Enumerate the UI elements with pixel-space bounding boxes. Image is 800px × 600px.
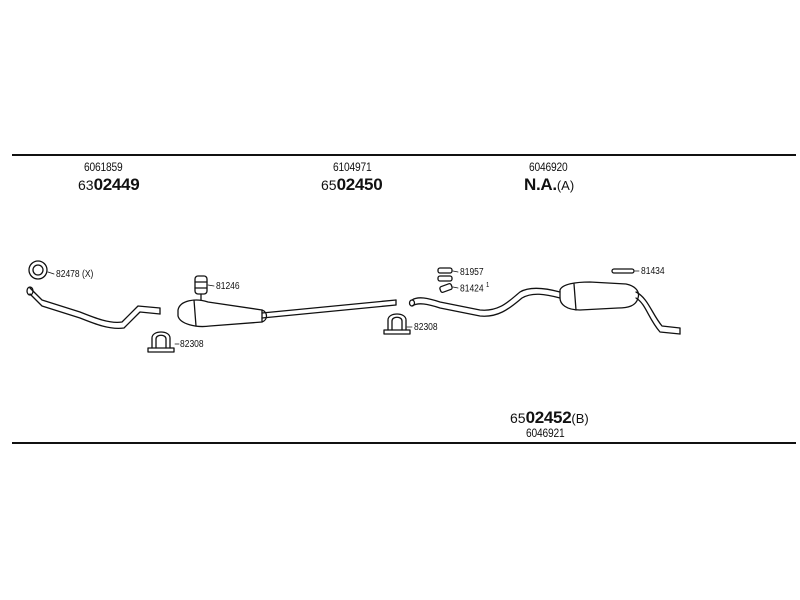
bottom-divider — [12, 442, 796, 444]
section-3-code-suffix: (A) — [556, 178, 575, 193]
section-1-code: 6302449 — [78, 175, 140, 195]
section-2-code-main: 02450 — [336, 175, 383, 194]
rear-bracket-icon — [611, 268, 635, 274]
section-2-code-prefix: 65 — [321, 177, 337, 193]
part-mount-a: 81957 — [460, 267, 484, 278]
top-divider — [12, 154, 796, 156]
part-mount-b-number: 81424 — [460, 283, 484, 295]
rubber-mount-icon — [194, 275, 208, 301]
clamp-right-icon — [383, 313, 411, 335]
section-2-ref: 6104971 — [333, 160, 372, 174]
assembly-code: 6502452(B) — [510, 408, 589, 428]
section-1-code-prefix: 63 — [78, 177, 94, 193]
part-clamp-left: 82308 — [180, 339, 204, 350]
section-2-code: 6502450 — [321, 175, 383, 195]
part-rear-bracket: 81434 — [641, 266, 665, 277]
part-mount-b: 81424 1 — [460, 282, 489, 294]
section-3-code: N.A.(A) — [524, 175, 574, 195]
assembly-code-prefix: 65 — [510, 410, 526, 426]
front-pipe — [26, 286, 161, 330]
gasket-ring-icon — [28, 260, 48, 280]
section-3-ref: 6046920 — [529, 160, 568, 174]
section-1-ref: 6061859 — [84, 160, 123, 174]
assembly-ref: 6046921 — [526, 426, 565, 440]
part-gasket-front: 82478 (X) — [56, 269, 94, 280]
part-rubber-mount: 81246 — [216, 281, 240, 292]
assembly-code-suffix: (B) — [571, 411, 589, 426]
part-clamp-right: 82308 — [414, 322, 438, 333]
clamp-left-icon — [147, 331, 175, 353]
assembly-code-main: 02452 — [525, 408, 572, 427]
rear-pipe — [408, 287, 561, 317]
section-3-code-main: N.A. — [524, 175, 557, 194]
leader-lines — [47, 270, 640, 345]
rear-silencer — [559, 281, 681, 335]
section-1-code-main: 02449 — [93, 175, 140, 194]
middle-silencer — [177, 299, 397, 328]
part-mount-b-mark: 1 — [486, 282, 490, 289]
mount-small-icon — [437, 267, 453, 293]
